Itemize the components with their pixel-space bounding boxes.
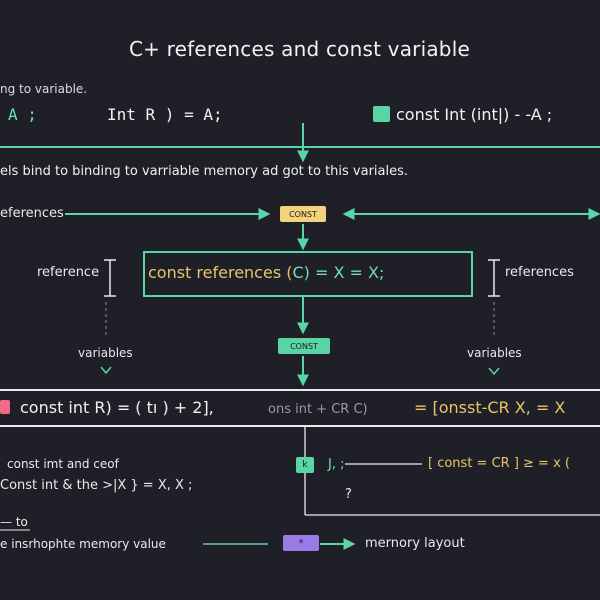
center-code-suffix: ) = X = X; bbox=[303, 263, 385, 282]
row1-left-label: ng to variable. bbox=[0, 82, 88, 96]
lower-right-tag: k bbox=[296, 457, 314, 473]
explanation-text: els bind to binding to varriable memory … bbox=[0, 164, 409, 179]
right-bracket bbox=[488, 259, 500, 297]
lower-right-code-a: J, ; bbox=[328, 457, 345, 472]
memory-layout-label: mernory layout bbox=[365, 536, 465, 551]
right-chevron bbox=[488, 367, 500, 376]
lower-left-line2: Const int & the >|X } = X, X ; bbox=[0, 478, 193, 493]
const-tag-middle: CONST bbox=[278, 338, 330, 354]
lower-right-code-b: [ const = CR ] ≥ = x ( bbox=[428, 456, 570, 471]
variables-left-label: variables bbox=[78, 346, 133, 360]
row1-left-code: A ; bbox=[8, 105, 37, 124]
lower-left-line3: — to bbox=[0, 515, 28, 529]
row1-mid-code: Int R ) = A; bbox=[107, 105, 223, 124]
center-code-box bbox=[143, 251, 473, 297]
memory-tag: * bbox=[283, 535, 319, 551]
pink-marker-icon bbox=[0, 400, 10, 414]
wide-code-b: ons int + CR C) bbox=[268, 398, 368, 417]
wide-code-b-text: ons int + CR C) bbox=[268, 402, 368, 417]
wide-code-box bbox=[0, 389, 600, 427]
references-left-label: eferences bbox=[0, 206, 64, 221]
lower-left-line1: const imt and ceof bbox=[7, 457, 119, 471]
left-bracket bbox=[104, 259, 116, 297]
lower-left-line4: e insrhophte memory value bbox=[0, 537, 166, 551]
center-right-label: references bbox=[505, 265, 574, 280]
variables-right-label: variables bbox=[467, 346, 522, 360]
page-title: C+ references and const variable bbox=[129, 37, 470, 61]
wide-code-a: const int R) = ( tı ) + 2], bbox=[20, 398, 214, 417]
green-square-icon bbox=[373, 106, 390, 122]
const-tag-top: CONST bbox=[280, 206, 326, 222]
left-chevron bbox=[100, 366, 112, 375]
center-left-label: reference bbox=[37, 265, 100, 280]
row1-right-code: const Int (int|) - -A ; bbox=[396, 105, 553, 124]
lower-right-question: ? bbox=[345, 487, 352, 502]
center-code-c: C bbox=[292, 263, 304, 282]
center-code-prefix: const references ( bbox=[148, 263, 293, 282]
center-code: const references (C) = X = X; bbox=[148, 263, 384, 282]
wide-code-c: = [onsst-CR X, = X bbox=[414, 398, 566, 417]
